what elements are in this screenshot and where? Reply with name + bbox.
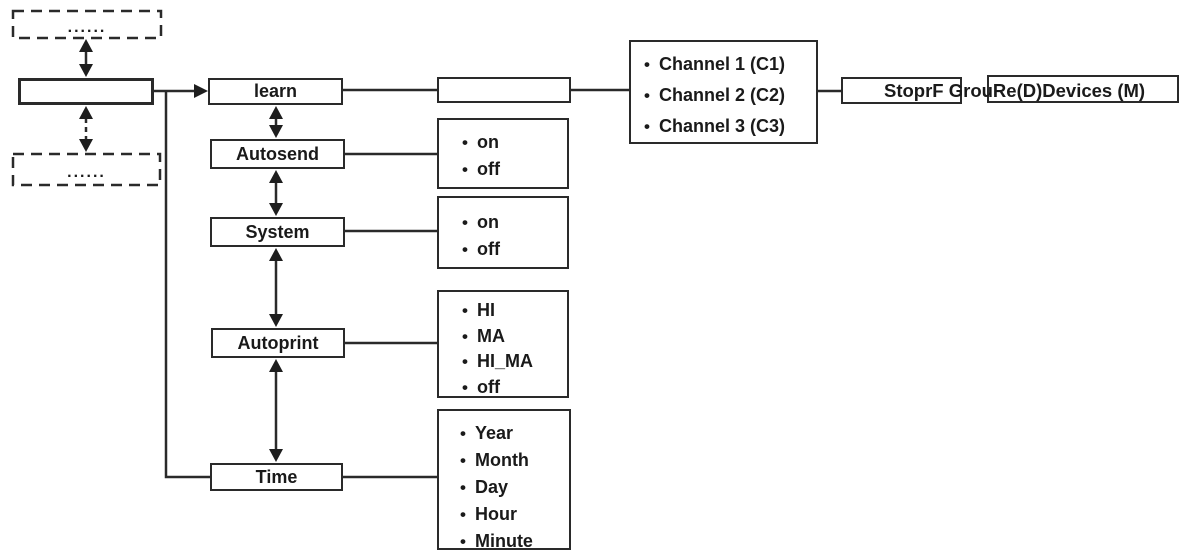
option-label: off xyxy=(476,159,500,179)
option-label: Minute xyxy=(474,531,533,551)
option-label: MA xyxy=(476,325,505,346)
root-menu-box xyxy=(18,78,154,105)
option-item: • HI_MA xyxy=(462,349,567,375)
time-options-box: • Year • Month • Day • Hour • Minute xyxy=(437,409,571,551)
connector-root-learn xyxy=(154,84,208,98)
rf-group-box xyxy=(841,77,962,104)
option-label: Month xyxy=(474,450,529,470)
option-label: HI xyxy=(476,300,495,320)
autosend-options-box: • on • off xyxy=(437,118,569,189)
option-label: Hour xyxy=(474,504,517,524)
ellipsis-label: ...... xyxy=(67,164,106,181)
menu-item-time-box: Time xyxy=(210,463,343,491)
option-item: • HI xyxy=(462,298,567,324)
dashed-box-top-outline xyxy=(11,9,163,40)
bullet-icon: • xyxy=(462,240,468,259)
autoprint-options-box: • HI • MA • HI_MA • off xyxy=(437,290,569,398)
rf-group-devices-overlap-label: StoprF GrouRe(D)Devices (M) xyxy=(884,80,1146,101)
menu-item-learn-box: learn xyxy=(208,78,343,105)
menu-item-autosend-box: Autosend xyxy=(210,139,345,169)
option-item: • Year xyxy=(460,420,569,447)
menu-item-label: learn xyxy=(253,81,298,101)
connector-dashedtop-root xyxy=(79,39,93,77)
connector-autoprint-time xyxy=(269,359,283,462)
bullet-icon: • xyxy=(644,86,650,105)
bullet-icon: • xyxy=(462,352,468,371)
dashed-box-bottom-outline xyxy=(11,152,162,187)
bullet-icon: • xyxy=(462,213,468,232)
learn-submenu-empty-box xyxy=(437,77,571,103)
menu-item-label: Autosend xyxy=(236,143,319,164)
option-label: off xyxy=(476,239,500,259)
option-item: • Channel 1 (C1) xyxy=(644,49,816,80)
bullet-icon: • xyxy=(460,478,466,497)
option-item: • Channel 3 (C3) xyxy=(644,111,816,142)
option-item: • Minute xyxy=(460,528,569,554)
bullet-icon: • xyxy=(644,117,650,136)
bullet-icon: • xyxy=(462,377,468,397)
option-item: • Channel 2 (C2) xyxy=(644,80,816,111)
option-label: on xyxy=(476,132,499,152)
option-item: • Month xyxy=(460,447,569,474)
bullet-icon: • xyxy=(644,55,650,74)
menu-item-label: System xyxy=(245,221,310,242)
previous-screen-placeholder-box: ...... xyxy=(12,10,162,39)
menu-item-label: Time xyxy=(255,466,298,487)
option-item: • off xyxy=(462,375,567,401)
bullet-icon: • xyxy=(462,160,468,179)
devices-box xyxy=(987,75,1179,103)
menu-item-autoprint-box: Autoprint xyxy=(211,328,345,358)
ellipsis-label: ...... xyxy=(67,19,107,36)
option-item: • on xyxy=(462,129,567,156)
bullet-icon: • xyxy=(460,451,466,470)
menu-item-system-box: System xyxy=(210,217,345,247)
bullet-icon: • xyxy=(460,505,466,524)
option-item: • off xyxy=(462,156,567,183)
channel-options-box: • Channel 1 (C1) • Channel 2 (C2) • Channel 3… xyxy=(629,40,818,144)
option-label: Channel 2 (C2) xyxy=(658,85,785,105)
connector-root-dashedbottom xyxy=(79,106,93,152)
option-label: off xyxy=(476,376,500,397)
option-label: Channel 3 (C3) xyxy=(658,116,785,136)
bullet-icon: • xyxy=(460,424,466,443)
connector-autosend-system xyxy=(269,170,283,216)
option-label: Year xyxy=(474,423,513,443)
option-item: • on xyxy=(462,209,567,236)
option-label: on xyxy=(476,212,499,232)
option-label: Channel 1 (C1) xyxy=(658,54,785,74)
connector-trunk-time xyxy=(164,91,210,479)
bullet-icon: • xyxy=(462,326,468,346)
connector-system-autoprint xyxy=(269,248,283,327)
option-item: • Hour xyxy=(460,501,569,528)
bullet-icon: • xyxy=(462,133,468,152)
bullet-icon: • xyxy=(460,532,466,551)
option-label: Day xyxy=(474,477,508,497)
option-label: HI_MA xyxy=(476,351,533,371)
connector-learn-autosend xyxy=(269,106,283,138)
option-item: • MA xyxy=(462,324,567,350)
bullet-icon: • xyxy=(462,301,468,320)
menu-item-label: Autoprint xyxy=(237,332,319,353)
option-item: • off xyxy=(462,236,567,263)
system-options-box: • on • off xyxy=(437,196,569,269)
next-screen-placeholder-box: ...... xyxy=(12,153,161,186)
option-item: • Day xyxy=(460,474,569,501)
